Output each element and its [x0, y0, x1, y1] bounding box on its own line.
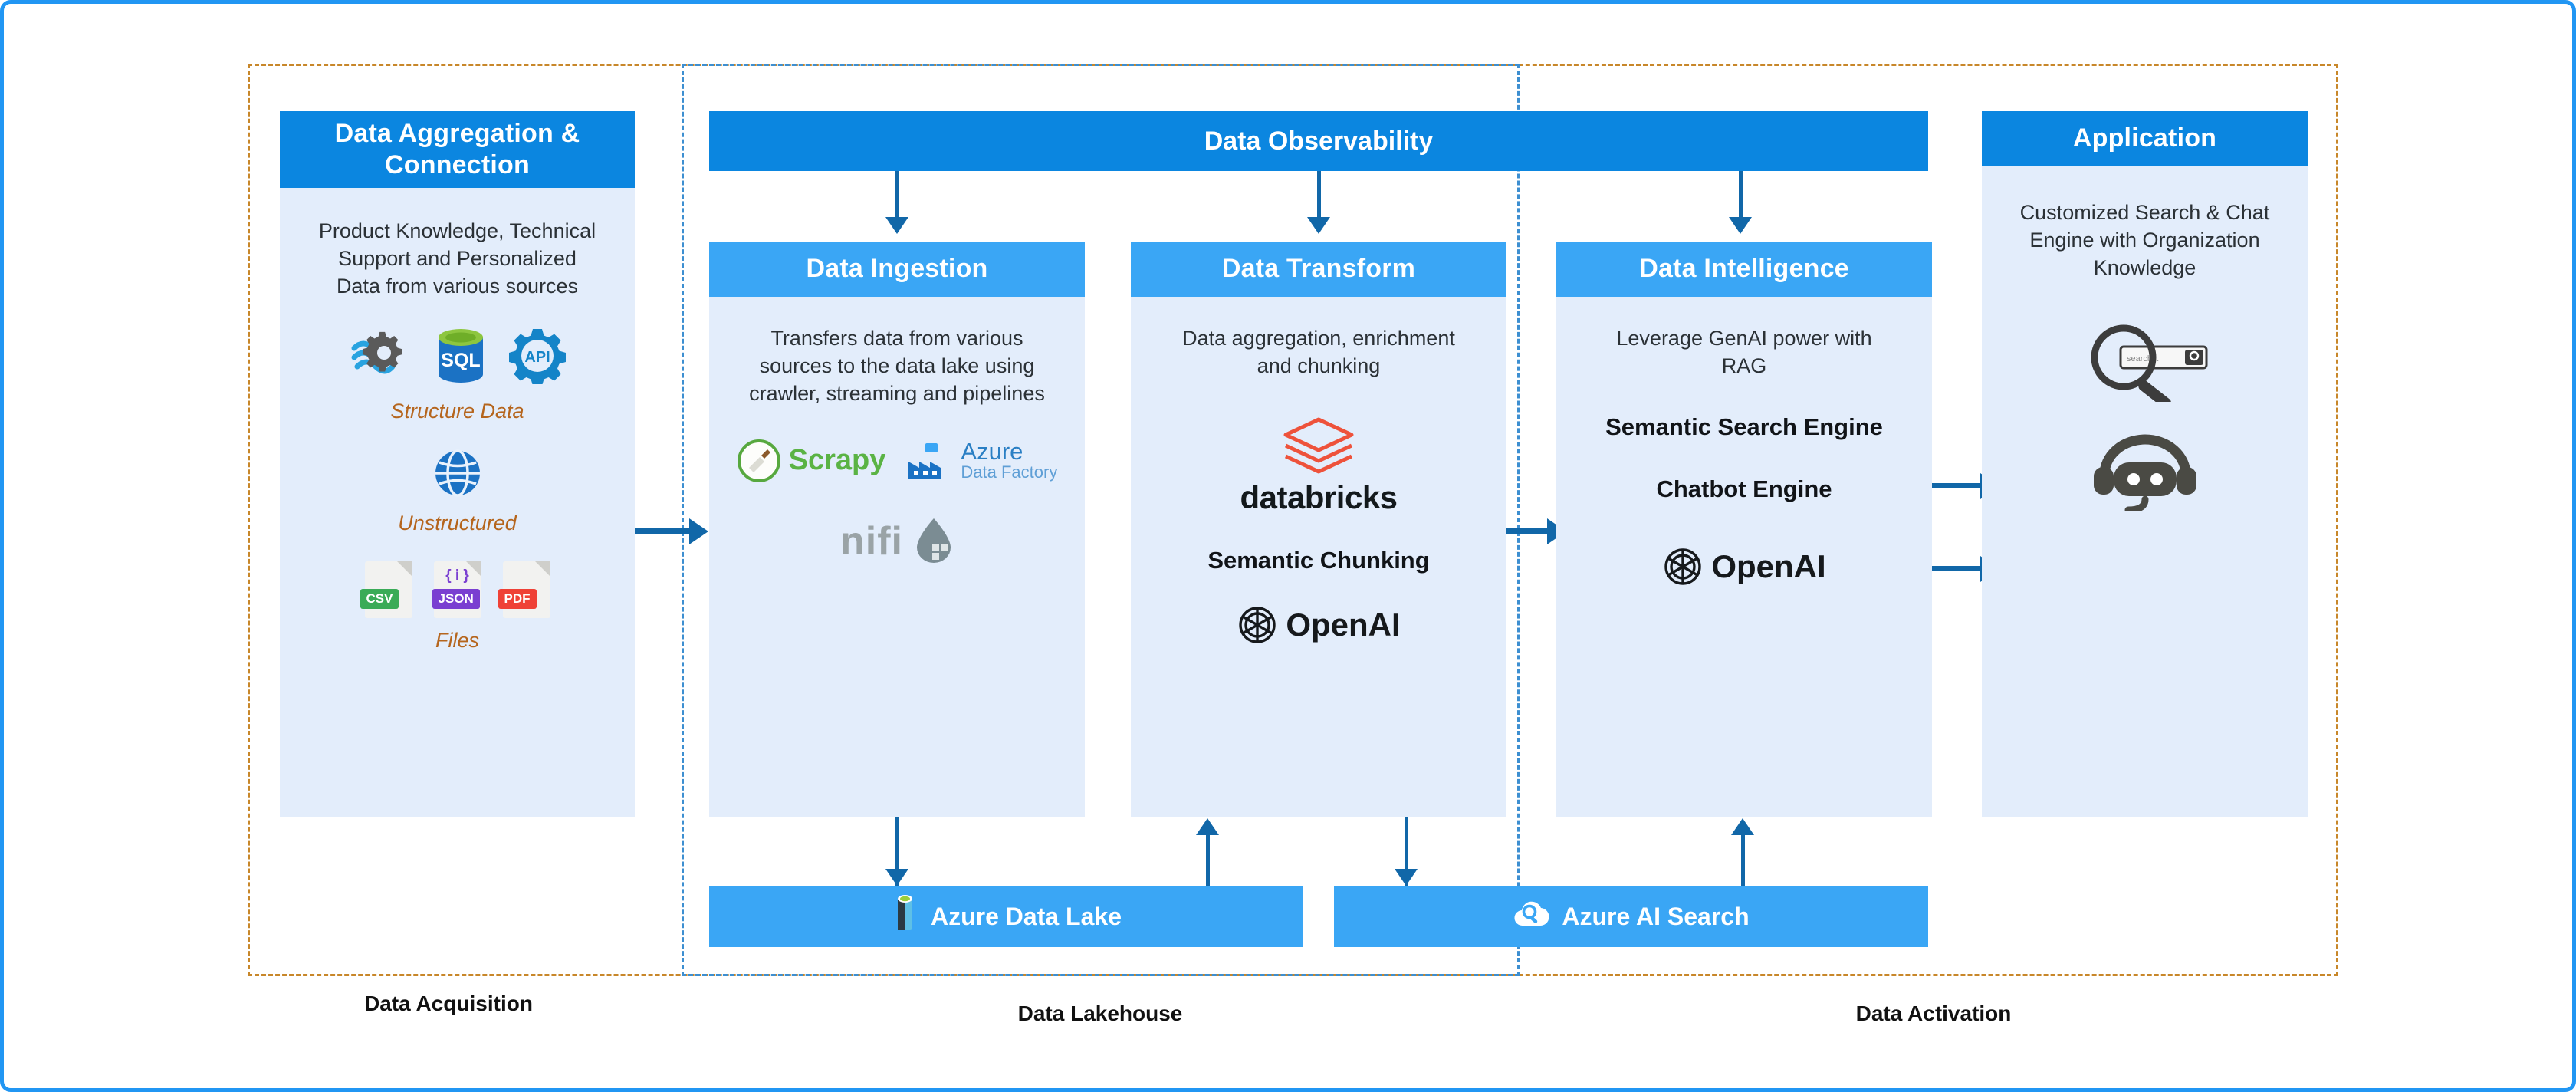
databricks-mark-icon — [1283, 417, 1354, 474]
sql-database-icon: SQL — [435, 327, 486, 389]
connector-ingestion-to-datalake — [895, 817, 899, 886]
card-title-data-transform: Data Transform — [1221, 254, 1416, 284]
store-azure-data-lake-label: Azure Data Lake — [931, 902, 1122, 930]
json-file-icon: { i } JSON — [432, 561, 481, 618]
arrowhead-transform-to-aisearch — [1395, 869, 1418, 886]
card-header-data-ingestion: Data Ingestion — [709, 242, 1085, 297]
card-title-application: Application — [2072, 123, 2217, 153]
zone-box-data-lakehouse — [682, 64, 1520, 976]
card-description-data-transform: Data aggregation, enrichment and chunkin… — [1182, 327, 1455, 378]
svg-text:SQL: SQL — [441, 350, 480, 371]
openai-mark-icon — [1664, 548, 1702, 585]
card-header-data-intelligence: Data Intelligence — [1556, 242, 1932, 297]
azure-data-factory-logo: Azure Data Factory — [905, 439, 1057, 481]
store-azure-ai-search-label: Azure AI Search — [1562, 902, 1750, 930]
arrowhead-observability-to-transform — [1307, 217, 1330, 234]
svg-text:API: API — [524, 349, 550, 366]
azure-data-factory-logo-subtext: Data Factory — [961, 462, 1058, 482]
arrowhead-datalake-to-transform — [1196, 818, 1219, 835]
connector-intelligence-to-application-search — [1932, 483, 1986, 488]
chatbot-headset-icon — [2088, 432, 2203, 515]
databricks-logo-text: databricks — [1240, 479, 1398, 516]
connector-transform-to-intelligence — [1506, 528, 1552, 534]
card-header-data-transform: Data Transform — [1131, 242, 1506, 297]
card-data-ingestion[interactable]: Data Ingestion Transfers data from vario… — [709, 242, 1085, 817]
card-data-intelligence[interactable]: Data Intelligence Leverage GenAI power w… — [1556, 242, 1932, 817]
connector-observability-to-ingestion — [895, 171, 899, 219]
zone-label-data-acquisition: Data Acquisition — [364, 992, 533, 1015]
logo-row-ingestion-secondary: nifi — [840, 517, 954, 567]
connector-intelligence-to-application-chat — [1932, 566, 1986, 571]
search-magnifier-icon: search... — [2076, 317, 2214, 409]
openai-logo-text-transform: OpenAI — [1286, 606, 1401, 643]
arrowhead-aggregation-to-ingestion — [689, 518, 708, 544]
card-application[interactable]: Application Customized Search & Chat Eng… — [1982, 111, 2308, 817]
csv-file-label: CSV — [360, 588, 399, 609]
openai-logo-text-intelligence: OpenAI — [1711, 548, 1826, 584]
zone-label-data-lakehouse: Data Lakehouse — [1017, 1002, 1183, 1025]
openai-logo-transform: OpenAI — [1237, 604, 1401, 646]
globe-icon — [434, 449, 481, 501]
azure-ai-search-icon — [1513, 896, 1549, 936]
card-title-data-intelligence: Data Intelligence — [1639, 254, 1849, 284]
card-description-data-ingestion: Transfers data from various sources to t… — [749, 327, 1045, 406]
openai-logo-intelligence: OpenAI — [1662, 546, 1826, 587]
highlight-semantic-search-engine: Semantic Search Engine — [1605, 413, 1883, 441]
card-data-aggregation[interactable]: Data Aggregation & Connection Product Kn… — [280, 111, 635, 817]
connector-observability-to-transform — [1317, 171, 1321, 219]
nifi-droplet-icon — [914, 517, 954, 567]
connector-observability-to-intelligence — [1739, 171, 1743, 219]
apache-nifi-logo: nifi — [840, 519, 903, 564]
card-header-application: Application — [1982, 111, 2308, 166]
json-braces-label: { i } — [445, 567, 469, 584]
icon-group-files: CSV { i } JSON PDF — [360, 561, 550, 618]
card-title-data-ingestion: Data Ingestion — [806, 254, 988, 284]
card-header-data-aggregation: Data Aggregation & Connection — [280, 111, 635, 188]
card-data-transform[interactable]: Data Transform Data aggregation, enrichm… — [1131, 242, 1506, 817]
arrowhead-observability-to-ingestion — [886, 217, 909, 234]
card-body-application: Customized Search & Chat Engine with Org… — [1982, 166, 2308, 515]
scrapy-logo-text: Scrapy — [788, 444, 886, 477]
caption-unstructured: Unstructured — [398, 511, 517, 534]
pdf-file-label: PDF — [498, 588, 537, 609]
api-gear-icon: API — [508, 327, 566, 388]
highlight-semantic-chunking: Semantic Chunking — [1208, 547, 1430, 574]
card-description-data-aggregation: Product Knowledge, Technical Support and… — [318, 219, 596, 298]
connector-transform-to-aisearch — [1405, 817, 1408, 886]
store-azure-data-lake[interactable]: Azure Data Lake — [709, 886, 1303, 947]
icon-group-unstructured — [434, 449, 481, 501]
databricks-logo: databricks — [1240, 415, 1398, 516]
azure-data-lake-icon — [891, 893, 918, 939]
json-file-label: JSON — [432, 588, 480, 609]
connector-aisearch-to-intelligence — [1741, 832, 1745, 886]
connector-aggregation-to-ingestion — [635, 528, 693, 534]
logo-row-ingestion-primary: Scrapy Azure Data Factory — [737, 439, 1057, 483]
arrowhead-ingestion-to-datalake — [886, 869, 909, 886]
dataflow-gear-icon — [350, 328, 412, 387]
arrowhead-aisearch-to-intelligence — [1731, 818, 1754, 835]
card-body-data-ingestion: Transfers data from various sources to t… — [709, 297, 1085, 567]
icon-group-structured: SQL API — [350, 327, 566, 389]
card-title-data-aggregation: Data Aggregation & Connection — [334, 118, 580, 179]
highlight-chatbot-engine: Chatbot Engine — [1656, 475, 1832, 502]
card-description-data-intelligence: Leverage GenAI power with RAG — [1616, 327, 1872, 378]
card-description-application: Customized Search & Chat Engine with Org… — [2019, 201, 2270, 280]
pdf-file-icon: PDF — [498, 561, 550, 618]
caption-files: Files — [435, 628, 479, 652]
connector-datalake-to-transform — [1206, 832, 1210, 886]
card-body-data-aggregation: Product Knowledge, Technical Support and… — [280, 188, 635, 653]
caption-structure-data: Structure Data — [390, 399, 524, 423]
card-body-data-intelligence: Leverage GenAI power with RAG Semantic S… — [1556, 297, 1932, 587]
csv-file-icon: CSV — [360, 561, 412, 618]
banner-label: Data Observability — [1204, 126, 1434, 156]
scrapy-logo: Scrapy — [737, 439, 886, 483]
arrowhead-observability-to-intelligence — [1729, 217, 1752, 234]
store-azure-ai-search[interactable]: Azure AI Search — [1334, 886, 1928, 947]
openai-mark-icon — [1239, 606, 1276, 643]
zone-label-data-activation: Data Activation — [1855, 1002, 2012, 1025]
card-body-data-transform: Data aggregation, enrichment and chunkin… — [1131, 297, 1506, 646]
azure-data-factory-logo-text: Azure — [961, 438, 1024, 465]
banner-data-observability: Data Observability — [709, 111, 1928, 171]
